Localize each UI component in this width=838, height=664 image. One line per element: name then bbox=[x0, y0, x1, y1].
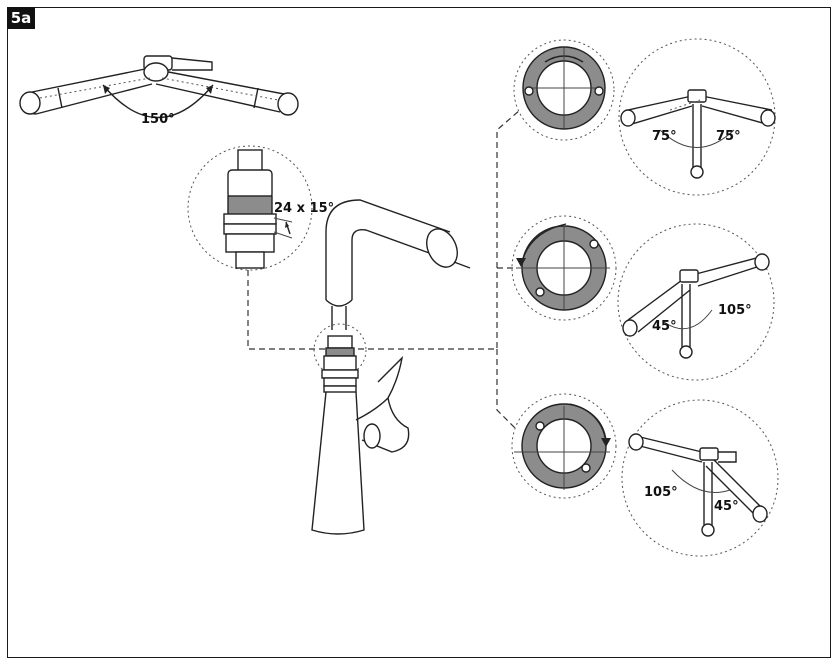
ring-inset-cw bbox=[511, 393, 617, 499]
spout-range-cw: 105° 45° bbox=[621, 399, 779, 557]
angle-label-right-75: 75° bbox=[716, 129, 741, 144]
angle-label-right-45: 45° bbox=[714, 499, 739, 514]
ring-inset-neutral bbox=[513, 39, 615, 141]
step-label: 5a bbox=[7, 7, 35, 29]
angle-label-left-75: 75° bbox=[652, 129, 677, 144]
spout-range-symmetric: 75° 75° bbox=[618, 38, 776, 196]
detent-detail-inset: 24 x 15° bbox=[187, 145, 334, 271]
swing-angle-label: 150° bbox=[141, 112, 175, 127]
connector-line-3 bbox=[496, 349, 516, 429]
swing-range-illustration: 150° bbox=[19, 55, 299, 127]
inset-connector-line bbox=[247, 270, 330, 350]
detent-angle-label: 24 x 15° bbox=[274, 201, 334, 216]
connector-line-1 bbox=[358, 109, 521, 350]
angle-label-left-45: 45° bbox=[652, 319, 677, 334]
spout-range-ccw: 45° 105° bbox=[617, 223, 775, 381]
angle-label-left-105: 105° bbox=[644, 485, 678, 500]
faucet-body bbox=[311, 199, 471, 535]
ring-inset-ccw bbox=[511, 215, 617, 321]
angle-label-right-105: 105° bbox=[718, 303, 752, 318]
